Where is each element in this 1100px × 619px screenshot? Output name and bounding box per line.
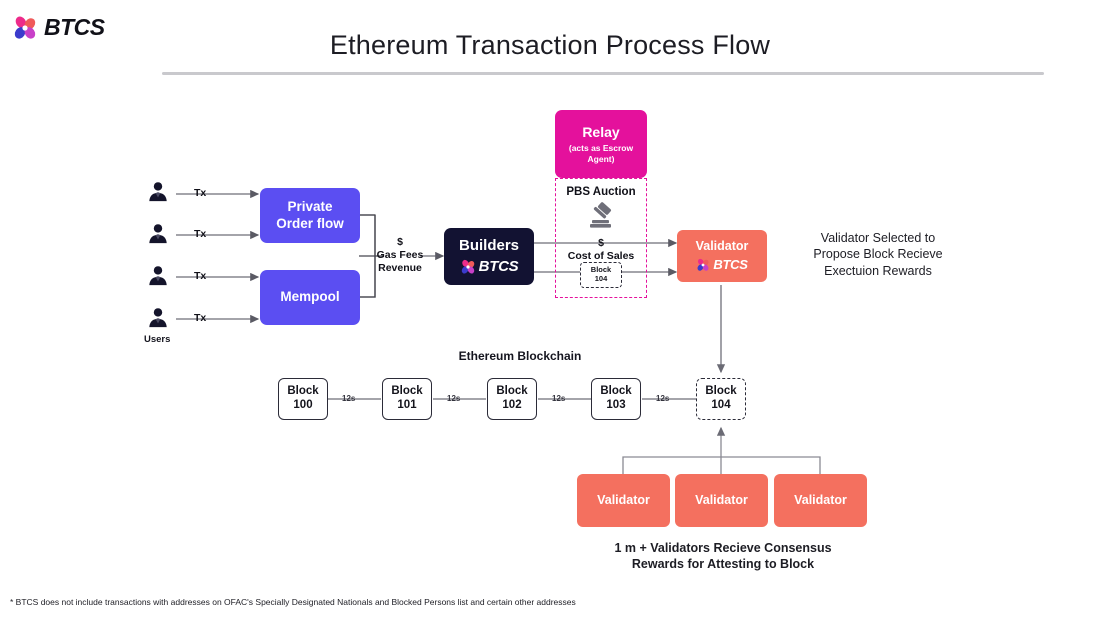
relay-sub-line1: (acts as Escrow <box>568 142 634 153</box>
tx-label: Tx <box>194 228 207 240</box>
consensus-note-line1: 1 m + Validators Recieve Consensus <box>614 541 832 555</box>
pbs-block-number: 104 <box>594 274 608 283</box>
validator-brand: BTCS <box>696 256 748 273</box>
relay-box[interactable]: Relay (acts as Escrow Agent) <box>555 110 647 178</box>
relay-sub-line2: Agent) <box>587 153 615 164</box>
user-silhouette-icon <box>149 308 167 328</box>
gas-fees-revenue-label: $ Gas Fees Revenue <box>368 236 432 275</box>
pbs-auction-label: PBS Auction <box>566 186 636 198</box>
gas-fees-line2: Revenue <box>378 262 422 275</box>
builders-brand-text: BTCS <box>478 258 519 275</box>
validator-note-line1: Validator Selected to <box>820 231 936 245</box>
cost-of-sales-label: $ Cost of Sales <box>553 237 649 263</box>
chain-block-104: Block 104 <box>696 378 746 420</box>
chain-block-number: 100 <box>293 399 313 411</box>
attestor-validator-label: Validator <box>794 492 847 507</box>
btcs-flower-logo-icon <box>461 260 474 274</box>
btcs-flower-logo-icon <box>697 258 709 271</box>
builders-label: Builders <box>458 236 519 254</box>
chain-block-number: 102 <box>502 399 522 411</box>
consensus-note-line2: Rewards for Attesting to Block <box>631 557 815 572</box>
chain-block-101: Block 101 <box>382 378 432 420</box>
footnote: * BTCS does not include transactions wit… <box>10 597 576 607</box>
tx-label: Tx <box>194 312 207 324</box>
builders-brand: BTCS <box>460 258 519 276</box>
chain-block-name: Block <box>496 385 528 398</box>
tx-label: Tx <box>194 187 207 199</box>
mempool-box[interactable]: Mempool <box>260 270 360 325</box>
pbs-block-name: Block <box>590 265 612 275</box>
attestor-validator-label: Validator <box>695 492 748 507</box>
chain-block-name: Block <box>705 385 737 398</box>
users-label: Users <box>144 334 171 345</box>
builders-box[interactable]: Builders BTCS <box>444 228 534 285</box>
cost-of-sales-line1: Cost of Sales <box>567 250 635 263</box>
chain-block-103: Block 103 <box>591 378 641 420</box>
btcs-logo-text: BTCS <box>44 14 105 40</box>
attestor-validator-2[interactable]: Validator <box>675 474 768 527</box>
chain-interval-label: 12s <box>552 394 566 403</box>
user-silhouette-icon <box>149 224 167 244</box>
attestor-validator-3[interactable]: Validator <box>774 474 867 527</box>
validator-label: Validator <box>695 239 749 254</box>
validator-brand-text: BTCS <box>713 256 748 272</box>
private-order-flow-box[interactable]: Private Order flow <box>260 188 360 243</box>
consensus-rewards-note: 1 m + Validators Recieve Consensus Rewar… <box>562 540 884 573</box>
validator-selected-note: Validator Selected to Propose Block Reci… <box>778 230 978 279</box>
chain-block-name: Block <box>287 385 319 398</box>
relay-label: Relay <box>582 123 620 140</box>
chain-block-100: Block 100 <box>278 378 328 420</box>
cost-of-sales-dollar: $ <box>598 237 604 249</box>
page-title: Ethereum Transaction Process Flow <box>329 30 771 60</box>
ethereum-blockchain-label: Ethereum Blockchain <box>458 349 582 363</box>
chain-block-102: Block 102 <box>487 378 537 420</box>
user-silhouette-icon <box>149 266 167 286</box>
title-divider <box>162 72 1044 75</box>
btcs-flower-logo-icon <box>14 16 36 39</box>
btcs-logo: BTCS <box>12 14 105 41</box>
gas-fees-dollar: $ <box>397 236 403 248</box>
private-order-flow-line2: Order flow <box>276 215 344 231</box>
chain-interval-label: 12s <box>447 394 461 403</box>
tx-label: Tx <box>194 270 207 282</box>
chain-block-name: Block <box>391 385 423 398</box>
chain-interval-label: 12s <box>656 394 670 403</box>
mempool-label: Mempool <box>280 289 340 305</box>
validator-note-line3: Exectuion Rewards <box>824 263 932 278</box>
pbs-auction-region <box>555 178 647 298</box>
pbs-block-104: Block 104 <box>580 262 622 288</box>
chain-block-number: 104 <box>711 399 731 411</box>
user-silhouette-icon <box>149 182 167 202</box>
attestor-validator-1[interactable]: Validator <box>577 474 670 527</box>
gas-fees-line1: Gas Fees <box>376 249 424 262</box>
validator-note-line2: Propose Block Recieve <box>813 247 943 262</box>
validator-box[interactable]: Validator BTCS <box>677 230 767 282</box>
gavel-auction-icon <box>590 202 612 228</box>
chain-block-number: 103 <box>606 399 626 411</box>
private-order-flow-line1: Private <box>287 199 333 215</box>
chain-interval-label: 12s <box>342 394 356 403</box>
attestor-validator-label: Validator <box>597 492 650 507</box>
chain-block-name: Block <box>600 385 632 398</box>
chain-block-number: 101 <box>397 399 417 411</box>
